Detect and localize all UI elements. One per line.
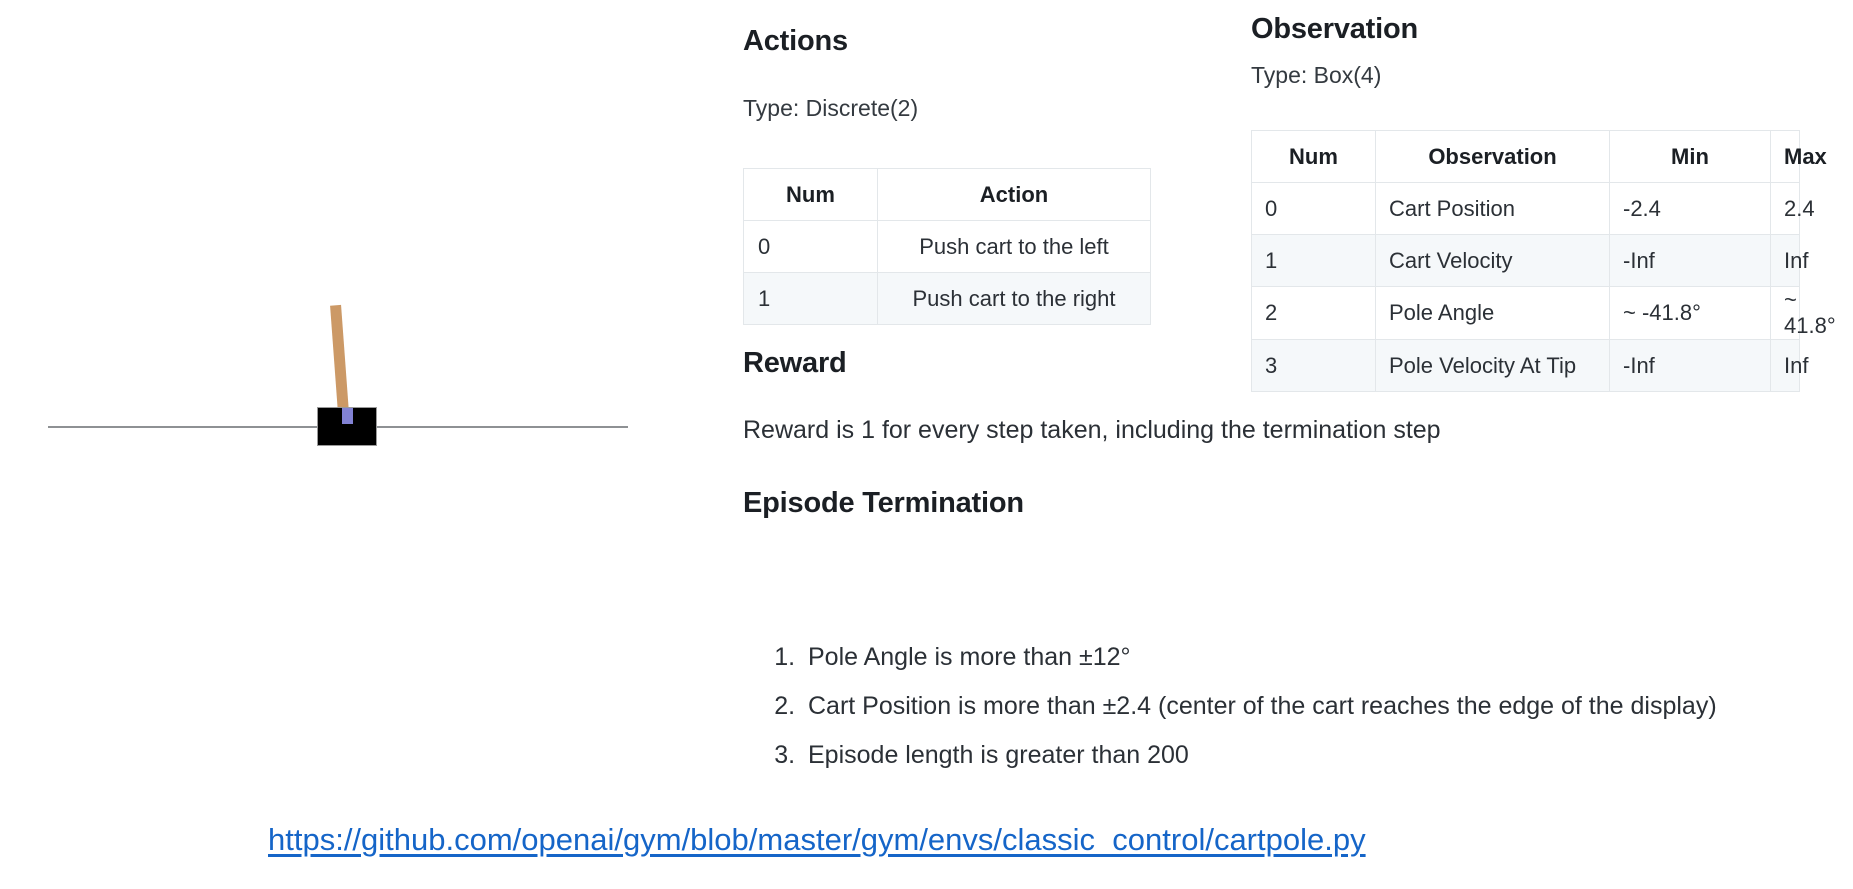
observation-cell-min: -Inf xyxy=(1609,234,1771,287)
actions-header-action: Action xyxy=(877,168,1151,221)
observation-cell-min: -Inf xyxy=(1609,339,1771,392)
observation-cell-max: Inf xyxy=(1770,234,1808,287)
reward-heading: Reward xyxy=(743,347,847,379)
reward-text: Reward is 1 for every step taken, includ… xyxy=(743,416,1441,444)
observation-cell-name: Cart Velocity xyxy=(1375,234,1610,287)
list-item: Episode length is greater than 200 xyxy=(802,741,1717,770)
table-row: 3 Pole Velocity At Tip -Inf Inf xyxy=(1251,339,1808,392)
table-row: 0 Cart Position -2.4 2.4 xyxy=(1251,182,1815,235)
actions-cell-num: 0 xyxy=(743,220,878,273)
cartpole-figure xyxy=(0,0,720,889)
episode-termination-list: Pole Angle is more than ±12° Cart Positi… xyxy=(760,643,1717,790)
actions-type-line: Type: Discrete(2) xyxy=(743,95,919,121)
observation-cell-num: 2 xyxy=(1251,286,1376,340)
observation-cell-min: -2.4 xyxy=(1609,182,1771,235)
observation-header-max: Max xyxy=(1770,130,1827,183)
observation-type-line: Type: Box(4) xyxy=(1251,62,1382,88)
observation-table: Num Observation Min Max 0 Cart Position … xyxy=(1251,130,1836,392)
observation-header-observation: Observation xyxy=(1375,130,1610,183)
observation-header-min: Min xyxy=(1609,130,1771,183)
actions-cell-action: Push cart to the right xyxy=(877,272,1151,325)
observation-cell-max: Inf xyxy=(1770,339,1808,392)
observation-cell-num: 3 xyxy=(1251,339,1376,392)
observation-cell-num: 1 xyxy=(1251,234,1376,287)
table-row: 1 Push cart to the right xyxy=(743,272,1151,325)
table-row: 2 Pole Angle ~ -41.8° ~ 41.8° xyxy=(1251,286,1836,340)
episode-termination-heading: Episode Termination xyxy=(743,487,1024,519)
axle-icon xyxy=(342,408,353,424)
table-row: 1 Cart Velocity -Inf Inf xyxy=(1251,234,1808,287)
observation-header-num: Num xyxy=(1251,130,1376,183)
table-header-row: Num Observation Min Max xyxy=(1251,130,1827,183)
source-link[interactable]: https://github.com/openai/gym/blob/maste… xyxy=(268,822,1366,857)
observation-cell-name: Pole Velocity At Tip xyxy=(1375,339,1610,392)
observation-cell-name: Pole Angle xyxy=(1375,286,1610,340)
observation-cell-max: ~ 41.8° xyxy=(1770,286,1836,340)
actions-table: Num Action 0 Push cart to the left 1 Pus… xyxy=(743,168,1151,325)
actions-cell-action: Push cart to the left xyxy=(877,220,1151,273)
table-row: 0 Push cart to the left xyxy=(743,220,1151,273)
table-header-row: Num Action xyxy=(743,168,1151,221)
observation-cell-max: 2.4 xyxy=(1770,182,1815,235)
list-item: Cart Position is more than ±2.4 (center … xyxy=(802,692,1717,721)
observation-heading: Observation xyxy=(1251,13,1419,45)
observation-cell-name: Cart Position xyxy=(1375,182,1610,235)
actions-header-num: Num xyxy=(743,168,878,221)
actions-cell-num: 1 xyxy=(743,272,878,325)
observation-cell-min: ~ -41.8° xyxy=(1609,286,1771,340)
actions-heading: Actions xyxy=(743,25,848,57)
list-item: Pole Angle is more than ±12° xyxy=(802,643,1717,672)
observation-cell-num: 0 xyxy=(1251,182,1376,235)
